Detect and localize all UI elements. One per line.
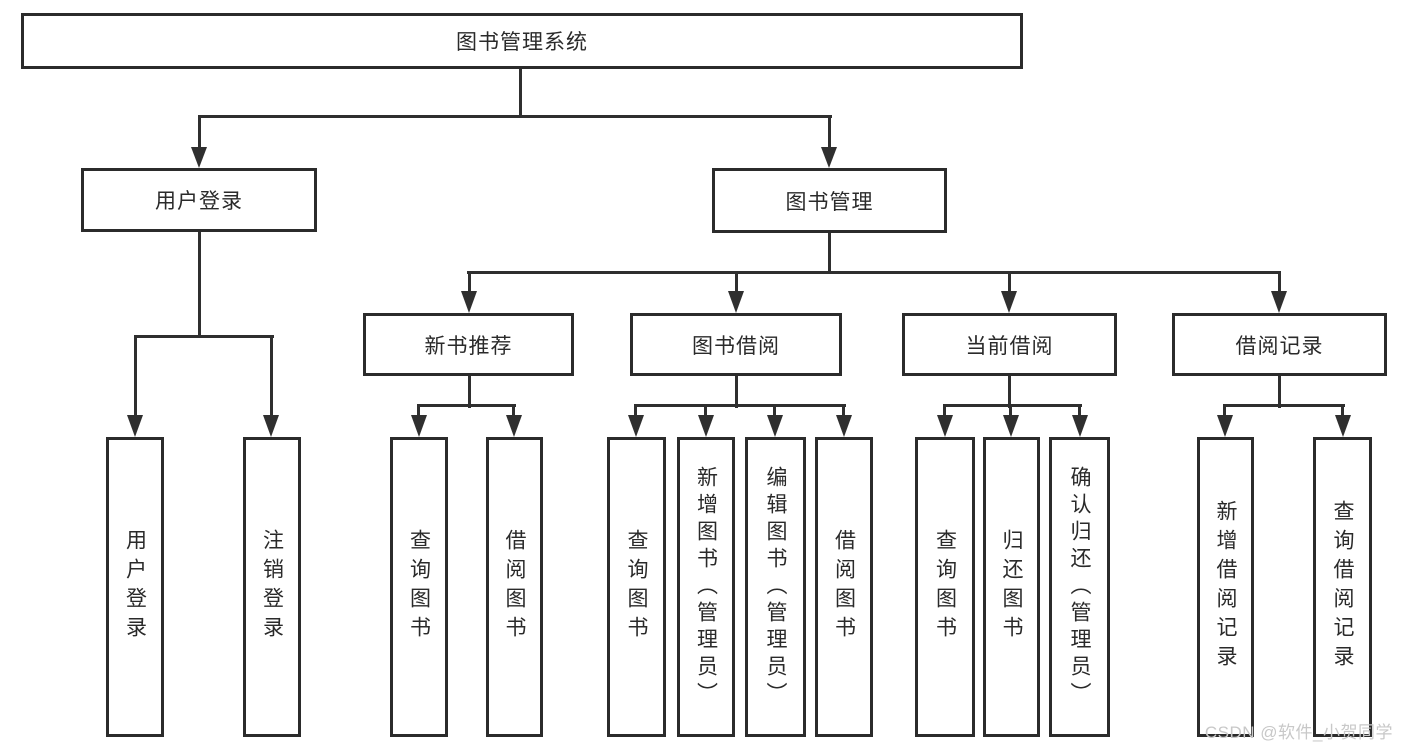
connector-line [634,404,637,416]
connector-line [134,335,274,338]
arrowhead-down-icon [1072,415,1088,437]
connector-line [1278,271,1281,293]
connector-line [1223,404,1226,416]
node-records-query-record: 查询借阅记录 [1313,437,1372,737]
connector-line [1078,404,1081,416]
connector-line [1278,376,1281,408]
connector-line [828,233,831,273]
arrowhead-down-icon [1335,415,1351,437]
arrowhead-down-icon [127,415,143,437]
node-logout: 注销登录 [243,437,301,737]
connector-line [198,115,832,118]
connector-line [468,271,471,293]
connector-line [512,404,515,416]
node-borrowing-records: 借阅记录 [1172,313,1387,376]
arrowhead-down-icon [836,415,852,437]
connector-line [1008,271,1011,293]
node-new-book-recommendation: 新书推荐 [363,313,574,376]
arrowhead-down-icon [506,415,522,437]
connector-line [417,404,420,416]
arrowhead-down-icon [191,147,207,168]
connector-line [467,271,1281,274]
node-library-management-system: 图书管理系统 [21,13,1023,69]
arrowhead-down-icon [461,291,477,313]
connector-line [828,115,831,148]
node-current-return-books: 归还图书 [983,437,1040,737]
node-records-add-record: 新增借阅记录 [1197,437,1254,737]
node-book-borrowing: 图书借阅 [630,313,842,376]
node-borrow-borrow-books: 借阅图书 [815,437,873,737]
node-current-confirm-return-admin: 确认归还（管理员） [1049,437,1110,737]
node-newbook-query-books: 查询图书 [390,437,448,737]
arrowhead-down-icon [1003,415,1019,437]
connector-line [943,404,1082,407]
node-current-query-books: 查询图书 [915,437,975,737]
connector-line [519,69,522,118]
connector-line [417,404,516,407]
arrowhead-down-icon [821,147,837,168]
node-borrow-query-books: 查询图书 [607,437,666,737]
node-borrow-add-books-admin: 新增图书（管理员） [677,437,735,737]
connector-line [198,115,201,148]
connector-line [1223,404,1345,407]
connector-line [842,404,845,416]
node-book-management: 图书管理 [712,168,947,233]
arrowhead-down-icon [411,415,427,437]
node-borrow-edit-books-admin: 编辑图书（管理员） [745,437,806,737]
arrowhead-down-icon [937,415,953,437]
arrowhead-down-icon [263,415,279,437]
node-current-borrowing: 当前借阅 [902,313,1117,376]
connector-line [634,404,846,407]
node-user-login-leaf: 用户登录 [106,437,164,737]
connector-line [134,335,137,415]
csdn-watermark: CSDN @软件_小贺同学 [1204,723,1393,742]
arrowhead-down-icon [628,415,644,437]
arrowhead-down-icon [728,291,744,313]
arrowhead-down-icon [1217,415,1233,437]
connector-line [468,376,471,408]
connector-line [735,271,738,293]
node-user-login: 用户登录 [81,168,317,232]
arrowhead-down-icon [698,415,714,437]
node-newbook-borrow-books: 借阅图书 [486,437,543,737]
arrowhead-down-icon [1001,291,1017,313]
connector-line [704,404,707,416]
arrowhead-down-icon [767,415,783,437]
connector-line [1341,404,1344,416]
connector-line [1009,404,1012,416]
connector-line [270,335,273,415]
connector-line [735,376,738,408]
arrowhead-down-icon [1271,291,1287,313]
connector-line [943,404,946,416]
connector-line [198,232,201,337]
connector-line [773,404,776,416]
connector-line [1008,376,1011,408]
